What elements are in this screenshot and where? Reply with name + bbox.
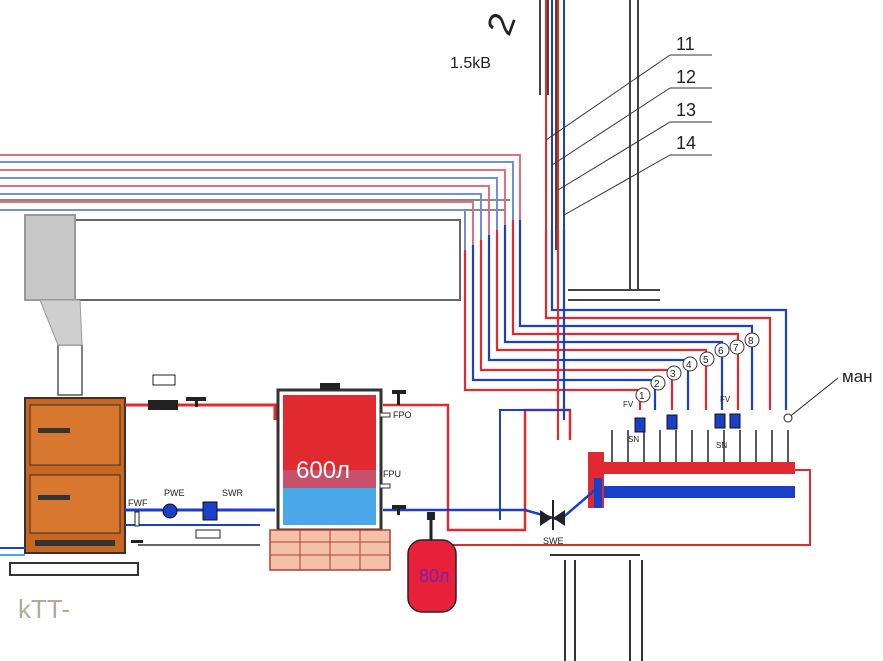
circuit-7: 7: [733, 343, 739, 354]
boiler-pipes: [0, 403, 811, 556]
manifold-label: ман: [842, 367, 873, 386]
pipe-bundle-manifold: [463, 220, 788, 440]
fwf-label: FWF: [128, 498, 148, 508]
swe-valve: [540, 500, 565, 530]
boiler-pump: [131, 374, 221, 543]
boiler-label: kTT-: [18, 594, 70, 624]
fv-left-label: FV: [623, 400, 634, 409]
pwe-label: PWE: [164, 488, 185, 498]
sn-right-label: SN: [716, 441, 727, 450]
sn-left-label: SN: [628, 435, 639, 444]
tank-base: [269, 529, 391, 571]
power-label: 1.5kB: [450, 55, 491, 72]
swe-label: SWE: [543, 536, 564, 546]
manifold-leader: [783, 377, 839, 423]
callout-13: 13: [676, 100, 696, 120]
callout-12: 12: [676, 67, 696, 87]
circuit-markers: [635, 332, 760, 403]
circuit-3: 3: [670, 369, 676, 380]
fpo-label: FPO: [393, 410, 412, 420]
swr-label: SWR: [222, 488, 243, 498]
manifold: [588, 430, 795, 508]
callout-11: 11: [676, 34, 695, 54]
circuit-6: 6: [718, 346, 724, 357]
circuit-5: 5: [703, 355, 709, 366]
expansion-tank: [407, 520, 457, 613]
tank-big-label: 600л: [296, 457, 350, 484]
vertical-risers: [545, 0, 565, 230]
boiler: [9, 397, 139, 576]
callout-leaders: [545, 54, 712, 216]
tank-exp-label: 80л: [419, 566, 450, 586]
chimney: [39, 299, 83, 396]
fpu-label: FPU: [383, 469, 401, 479]
circuit-8: 8: [748, 336, 754, 347]
fv-right-label: FV: [720, 395, 731, 404]
buffer-tank: [276, 383, 435, 532]
callout-14: 14: [676, 133, 696, 153]
heading-fragment: 2: [478, 7, 523, 40]
circuit-2: 2: [654, 379, 660, 390]
pipe-bundle-left: [0, 154, 521, 250]
circuit-1: 1: [639, 391, 645, 402]
circuit-4: 4: [686, 360, 692, 371]
manifold-pump-icons: [634, 413, 741, 433]
